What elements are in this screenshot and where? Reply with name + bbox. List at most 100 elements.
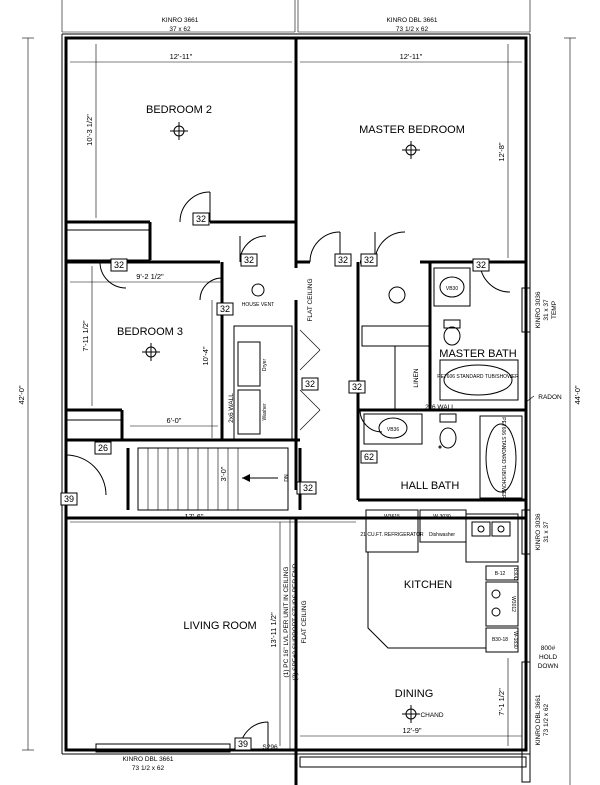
hold-down-label-2: HOLD xyxy=(539,654,557,661)
room-master-bath: MASTER BATH xyxy=(439,348,516,360)
door-width-label: 32 xyxy=(303,483,313,493)
cabinet-b12-label: B-12 xyxy=(495,571,506,577)
laundry-closet xyxy=(233,300,321,490)
master-tub-label: PE7606 STANDARD TUB/SHOWER xyxy=(437,374,519,380)
door-width-label: 32 xyxy=(244,255,254,265)
window-model-top-left: KINRO 3661 xyxy=(162,17,199,24)
door-tag-box xyxy=(299,481,317,495)
cabinet-w3030-label: W-3030 xyxy=(433,514,451,520)
door-width-label: 39 xyxy=(64,494,74,504)
window-size-bottom-left: 73 1/2 x 62 xyxy=(132,765,165,772)
wall-2x6-label: 2x6 WALL xyxy=(228,393,235,423)
door-width-label: 32 xyxy=(352,382,362,392)
right-window-markers xyxy=(521,287,531,555)
window-model-right-bath: KINRO 3036 xyxy=(535,291,542,328)
chandelier-label: CHAND xyxy=(420,712,443,719)
window-size-right-dining: 73 1/2 x 62 xyxy=(543,704,550,737)
door-tag-box xyxy=(60,492,78,506)
s296-label: S296 xyxy=(262,744,278,751)
hold-down-label-3: DOWN xyxy=(538,663,559,670)
beam-note-3: FLAT CEILING xyxy=(301,600,308,643)
door-tag-box xyxy=(472,258,490,272)
door-tag-box xyxy=(110,258,128,272)
dim-closet-width: 6'-0" xyxy=(167,416,182,425)
window-size-top-right: 73 1/2 x 62 xyxy=(396,26,429,33)
dim-living-width: 17'-6" xyxy=(184,512,203,521)
cabinet-b30-18-label: B30-18 xyxy=(492,637,508,643)
dim-master-depth: 12'-8" xyxy=(497,142,506,161)
door-tags: 323232323232323232623226393239 xyxy=(60,212,490,751)
stairs xyxy=(126,447,302,511)
door-tag-box xyxy=(216,302,234,316)
flat-ceiling-label: FLAT CEILING xyxy=(307,278,314,321)
dim-closet-depth: 10'-4" xyxy=(201,346,210,365)
dim-bedroom3-depth: 7'-11 1/2" xyxy=(81,320,90,351)
window-model-right-dining: KINRO DBL 3661 xyxy=(535,694,542,745)
cabinet-w3012-label: W3012 xyxy=(510,596,516,612)
door-width-label: 32 xyxy=(114,260,124,270)
vanity-vb36-label: VB36 xyxy=(387,427,399,433)
ceiling-lights xyxy=(142,122,442,723)
dim-dining-width: 12'-9" xyxy=(402,726,421,735)
door-width-label: 32 xyxy=(196,214,206,224)
dimension-lines xyxy=(70,44,522,746)
room-hall-bath: HALL BATH xyxy=(401,480,460,492)
door-tag-box xyxy=(348,380,366,394)
room-bedroom-2: BEDROOM 2 xyxy=(146,104,212,116)
dim-master-width: 12'-11" xyxy=(400,52,423,61)
bedroom2-walls xyxy=(65,220,296,264)
washer-label: Washer xyxy=(262,403,268,420)
dim-overall-right: 44'-0" xyxy=(573,385,582,404)
hold-down-label-1: 800# xyxy=(541,645,556,652)
dim-living-depth: 13'-11 1/2" xyxy=(269,612,278,648)
dim-overall-left: 42'-0" xyxy=(17,385,26,404)
window-note-right-bath: TEMP xyxy=(551,301,558,319)
window-size-right-bath: 31 x 37 xyxy=(543,299,550,321)
door-width-label: 32 xyxy=(305,379,315,389)
room-bedroom-3: BEDROOM 3 xyxy=(117,326,183,338)
radon-label: RADON xyxy=(538,394,562,401)
room-dining: DINING xyxy=(395,688,434,700)
dim-bedroom2-depth: 10'-3 1/2" xyxy=(85,114,94,146)
hall-tub-label: PE7606 STANDARD TUB/SHOWER xyxy=(500,417,506,499)
door-width-label: 32 xyxy=(476,260,486,270)
dishwasher-label: Dishwasher xyxy=(429,532,455,538)
window-size-right-kitchen: 31 x 37 xyxy=(543,521,550,543)
room-kitchen: KITCHEN xyxy=(404,579,452,591)
bath-area xyxy=(358,262,526,502)
stair-down-label: DN xyxy=(284,474,290,482)
cabinet-b30d-label: B30D xyxy=(512,568,518,581)
wall-2x6-bath-label: 2x6 WALL xyxy=(425,404,455,411)
dim-bedroom3-width: 9'-2 1/2" xyxy=(136,272,164,281)
door-tag-box xyxy=(360,253,378,267)
fridge-label: 21 CU.FT. REFRIGERATOR xyxy=(360,532,424,538)
door-tag-box xyxy=(192,212,210,226)
vanity-vb30-label: VB30 xyxy=(446,286,458,292)
room-master-bedroom: MASTER BEDROOM xyxy=(359,124,465,136)
door-tag-box xyxy=(94,441,112,455)
door-tag-box xyxy=(301,377,319,391)
radon-leader xyxy=(525,395,535,403)
dryer-label: Dryer xyxy=(262,359,268,372)
dim-bedroom2-width: 12'-11" xyxy=(170,52,193,61)
beam-note-2: (3) SPF#2 SUPPORT STUDS PER END xyxy=(292,563,299,680)
window-model-top-right: KINRO DBL 3661 xyxy=(386,17,437,24)
overall-dimension-lines xyxy=(22,37,576,785)
window-model-bottom-left: KINRO DBL 3661 xyxy=(122,756,173,763)
door-width-label: 32 xyxy=(338,255,348,265)
room-living-room: LIVING ROOM xyxy=(183,620,256,632)
master-bedroom-walls xyxy=(296,260,526,500)
window-model-right-kitchen: KINRO 3036 xyxy=(535,513,542,550)
door-tag-box xyxy=(240,253,258,267)
house-vent-label: HOUSE VENT xyxy=(242,302,275,308)
cabinet-w1830-label: W-1830 xyxy=(512,631,518,649)
door-width-label: 32 xyxy=(220,304,230,314)
beam-note-1: (1) PC 16" LVL PER UNIT IN CEILING xyxy=(283,567,290,678)
door-tag-box xyxy=(334,253,352,267)
door-tag-box xyxy=(234,737,252,751)
window-size-top-left: 37 x 62 xyxy=(169,26,191,33)
door-width-label: 26 xyxy=(98,443,108,453)
door-width-label: 39 xyxy=(238,739,248,749)
dim-dining-depth: 7'-1 1/2" xyxy=(497,688,506,716)
